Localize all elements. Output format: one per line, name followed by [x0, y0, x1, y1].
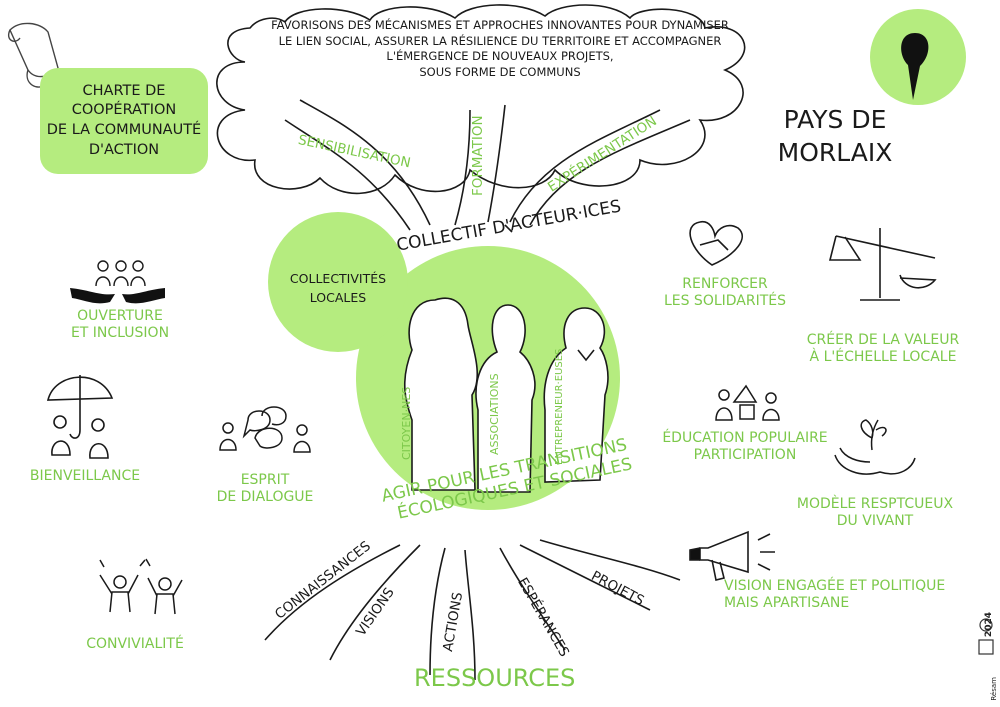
collectivites-line-1: Collectivités — [289, 271, 387, 286]
region-line-1: Pays de — [783, 105, 887, 134]
title-line-3: l'émergence de nouveaux projets, — [386, 49, 614, 64]
solidarites-line-2: les solidarités — [663, 292, 787, 309]
vivant-line-1: Modèle resptcueux — [796, 496, 954, 512]
vision-line-1: Vision engagée et politique — [724, 578, 946, 594]
region-line-2: Morlaix — [777, 137, 893, 167]
dialogue-line-2: de dialogue — [216, 488, 314, 505]
value-vivant: Modèle resptcueux du vivant — [785, 496, 965, 530]
scale-icon — [828, 228, 937, 301]
valeur-line-2: à l'échelle locale — [809, 348, 957, 365]
plant-hands-icon — [834, 419, 916, 475]
collectivites-circle — [268, 212, 408, 352]
label-citoyennes: Citoyen·nes — [400, 386, 413, 460]
valeur-line-1: Créer de la valeur — [806, 332, 960, 348]
value-ouverture: Ouverture et inclusion — [55, 308, 185, 342]
charte-line-2: coopération — [71, 102, 177, 119]
branch-formation: Formation — [470, 115, 486, 196]
title-text: Favorisons des mécanismes et approches i… — [235, 18, 765, 80]
footer-org: Résam — [990, 677, 998, 701]
footer-logos — [978, 618, 994, 655]
charte-line-3: de la communauté — [46, 122, 202, 138]
education-line-2: participation — [693, 446, 797, 463]
value-vision: Vision engagée et politique mais apartis… — [724, 578, 954, 612]
vision-line-2: mais apartisane — [724, 594, 850, 611]
solidarites-line-1: Renforcer — [682, 276, 768, 292]
collectivites-line-2: locales — [309, 289, 367, 305]
value-dialogue: Esprit de dialogue — [200, 472, 330, 506]
dialogue-line-1: Esprit — [240, 472, 290, 488]
tree-roots — [264, 539, 681, 681]
education-shapes-icon — [715, 384, 780, 421]
value-solidarites: Renforcer les solidarités — [655, 276, 795, 310]
tree-crown-cloud — [216, 4, 746, 195]
vivant-line-2: du vivant — [836, 512, 914, 529]
ouverture-line-1: Ouverture — [77, 308, 163, 324]
value-valeur: Créer de la valeur à l'échelle locale — [798, 332, 968, 366]
value-convivialite: Convivialité — [86, 636, 184, 652]
charte-line-1: Charte de — [82, 82, 166, 99]
cheering-people-icon — [99, 558, 183, 615]
education-line-1: Éducation populaire — [662, 430, 828, 446]
region-label: Pays de Morlaix — [775, 104, 895, 169]
footer-year: 2024 — [984, 611, 994, 637]
footer-credits: 2024 — [984, 612, 994, 637]
megaphone-icon — [689, 530, 775, 581]
heart-hands-icon — [689, 220, 744, 266]
value-education: Éducation populaire participation — [655, 430, 835, 464]
umbrella-people-icon — [46, 375, 114, 459]
tree-branches — [284, 99, 691, 233]
people-figures — [403, 297, 609, 493]
label-associations: Associations — [488, 373, 501, 455]
title-line-4: sous forme de communs — [419, 64, 581, 79]
ouverture-line-2: et inclusion — [70, 324, 170, 341]
title-line-2: le lien social, assurer la résilience du… — [278, 33, 722, 48]
location-pin-icon — [870, 9, 966, 105]
ressources-label: Ressources — [414, 664, 576, 692]
charte-line-4: d'action — [88, 141, 160, 158]
collectivites-label: Collectivités locales — [278, 270, 398, 308]
people-hands-icon — [70, 260, 165, 304]
title-line-1: Favorisons des mécanismes et approches i… — [271, 18, 729, 32]
charte-box: Charte de coopération de la communauté d… — [40, 68, 208, 174]
dialogue-people-icon — [219, 406, 311, 453]
value-bienveillance: Bienveillance — [29, 468, 141, 484]
